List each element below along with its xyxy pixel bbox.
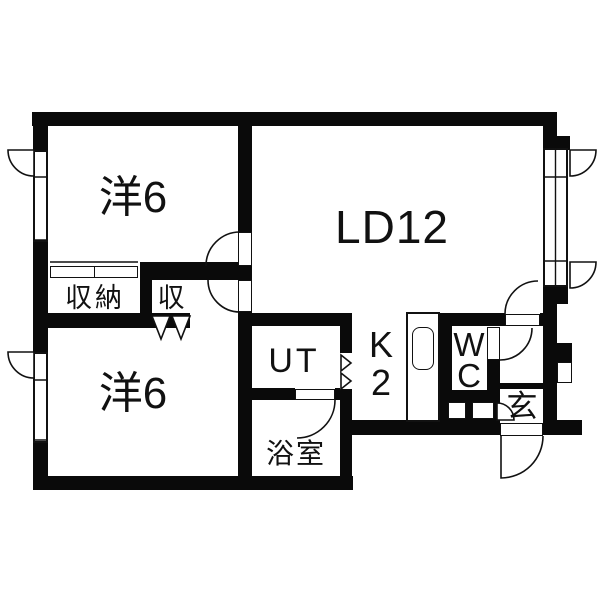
wall-ut-east-upper [340,313,352,353]
wall-wc-east-lower [487,360,500,390]
wall-bath-east [340,389,352,477]
wall-right-top [543,112,557,148]
wall-right-entry [543,304,557,423]
room-label-bathroom: 浴室 [265,438,326,469]
sliding-door-panel-1 [50,266,96,278]
wall-closet-divider [140,280,152,313]
wall-wc-north [438,313,505,326]
door-arc-hall-ld [504,280,539,315]
door-leaf-bedroom-bottom [238,280,252,312]
wall-bedroom2-north [33,313,190,328]
door-arc-bathroom [296,399,336,439]
wall-top [32,112,557,126]
room-label-kitchen: K 2 [368,324,393,403]
wall-bottom-corridor [352,420,500,435]
casement-arc-left-top [7,149,35,177]
window-left-top [33,150,48,242]
door-leaf-wc [487,327,500,360]
wall-right-corner-step [555,136,570,150]
room-label-utility: UT [268,342,320,380]
shoe-cabinet-left [448,402,466,419]
wall-right-step-out [557,343,572,362]
wall-ld-south-west [252,313,352,326]
door-leaf-hall-ld [505,314,540,326]
room-label-toilet: W C [453,326,485,395]
window-entry-side [557,362,572,383]
door-leaf-entrance [500,423,543,436]
window-right-ld [543,148,568,287]
bifold-ut-bottom [340,371,353,391]
casement-arc-right-top [569,149,597,177]
casement-arc-right-bottom [569,261,597,289]
bifold-ut-top [340,353,353,373]
wall-ut-bath-divider-a [252,388,295,400]
room-label-closet-small: 収 [157,283,185,313]
kitchen-sink [412,327,434,370]
shoe-cabinet-right [472,402,494,419]
wall-right-mid [543,287,568,304]
room-label-living-dining: LD12 [335,201,449,253]
room-label-closet-main: 収納 [65,283,125,313]
door-leaf-bathroom [295,389,335,400]
door-arc-wc [499,327,533,361]
door-arc-entrance [500,435,544,479]
wall-bottom-left [33,476,353,490]
window-left-bottom [33,352,48,443]
door-arc-bedroom-top [205,231,241,267]
wall-bottom-entry-right [543,420,582,435]
door-leaf-bedroom-top [238,232,252,266]
casement-arc-left-bottom [7,351,35,379]
sliding-door-panel-2 [94,266,138,278]
wall-ut-bath-divider-b [335,388,340,400]
wall-center-upper [238,112,252,232]
wall-wc-north-jamb [540,313,543,326]
entry-step-bar [500,383,543,389]
wall-wc-west [440,326,452,390]
wall-bedroom1-south [140,262,238,280]
room-label-bedroom-top: 洋6 [98,173,168,222]
room-label-entry: 玄 [506,389,538,424]
door-arc-bedroom-bottom [207,279,241,313]
wall-center-between-doors [238,266,252,280]
room-label-bedroom-bottom: 洋6 [98,369,168,418]
wall-center-lower [238,312,252,490]
